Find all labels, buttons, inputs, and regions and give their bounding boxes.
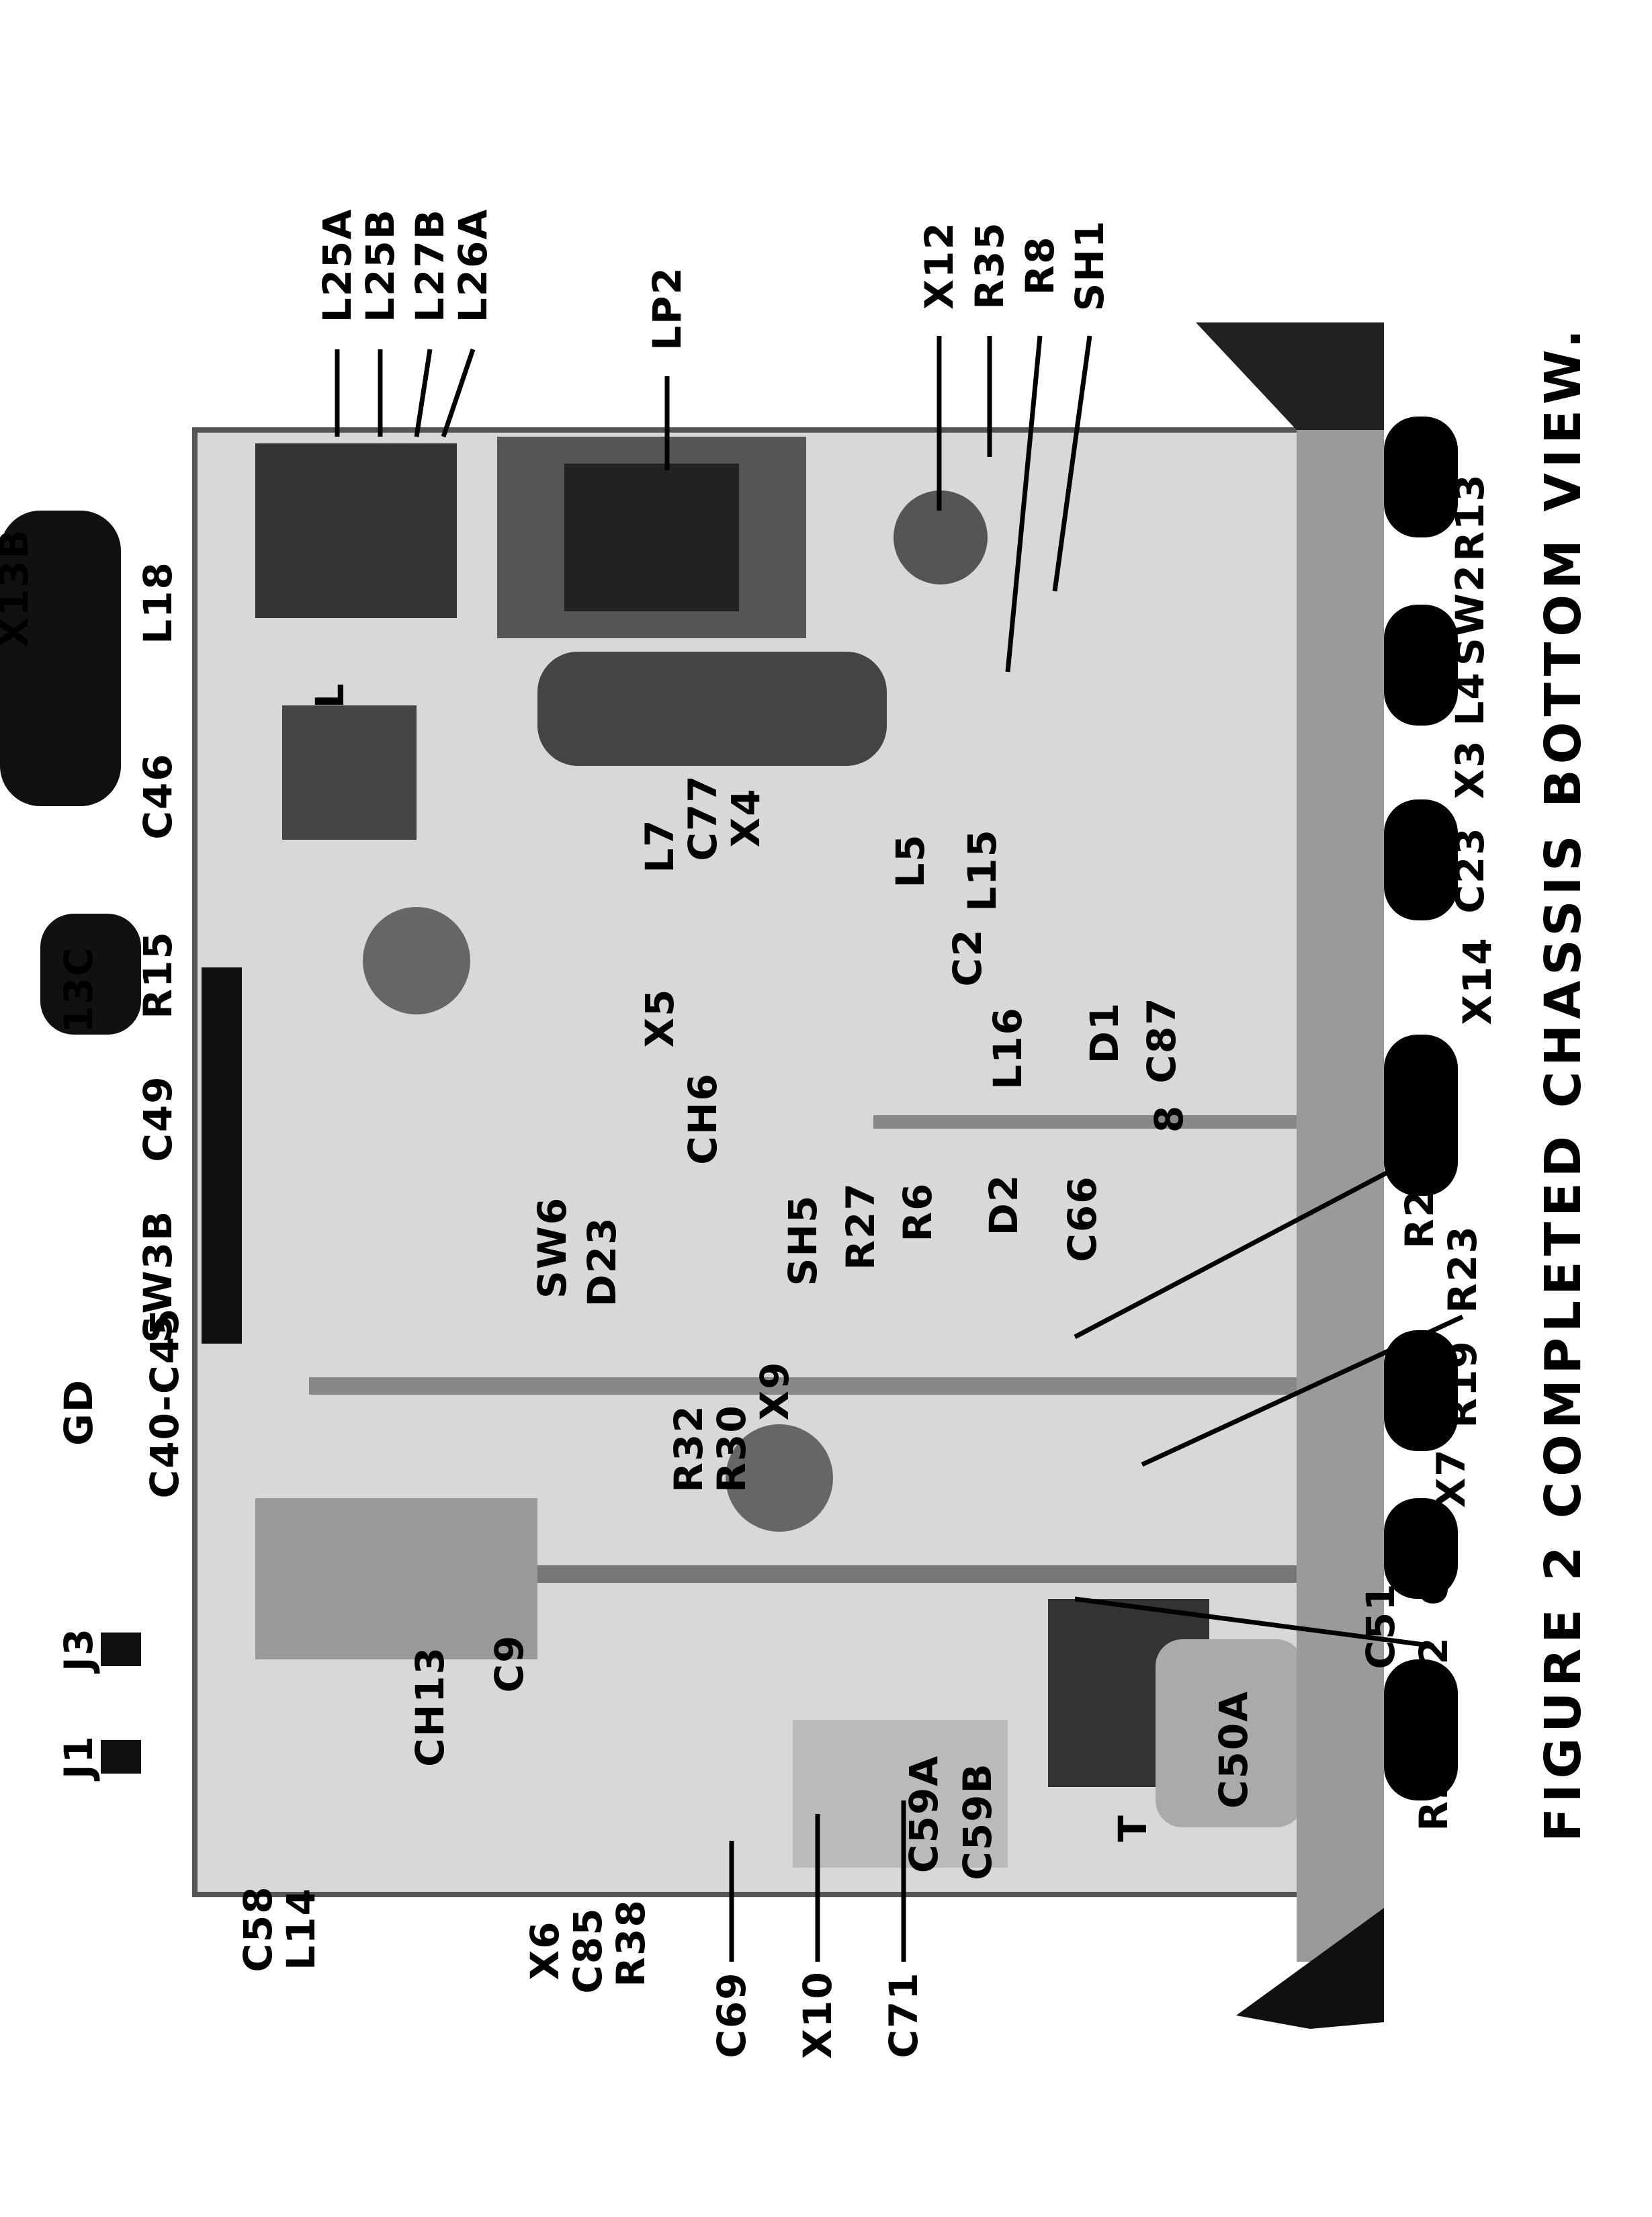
figure-caption: FIGURE 2 COMPLETED CHASSIS BOTTOM VIEW. (1534, 324, 1592, 1842)
label-13c: 13C (56, 946, 101, 1033)
transformer-core (564, 464, 739, 611)
label-c66: C66 (1059, 1175, 1105, 1262)
label-t: T (1110, 1814, 1156, 1842)
tube-x4 (537, 652, 887, 766)
panel-flange-top (1196, 322, 1384, 430)
label-j3: J3 (56, 1627, 101, 1671)
label-r15: R15 (135, 930, 181, 1019)
label-c46: C46 (135, 752, 181, 840)
label-x3: X3 (1447, 739, 1493, 799)
label-x13b: X13B (0, 528, 37, 648)
label-c2: C2 (945, 928, 990, 987)
label-l15: L15 (959, 828, 1005, 912)
leader-lines (335, 335, 1464, 1962)
label-j1: J1 (56, 1735, 101, 1779)
label-c77: C77 (680, 774, 726, 861)
label-x9: X9 (752, 1360, 797, 1421)
label-c40-c45: C40-C45 (142, 1307, 187, 1499)
label-sw2: SW2 (1447, 563, 1493, 666)
socket-x12 (894, 490, 988, 584)
label-l26a: L26A (450, 208, 496, 323)
label-c69: C69 (709, 1971, 754, 2058)
label-x5: X5 (637, 988, 683, 1048)
label-8: 8 (1146, 1104, 1192, 1133)
capacitor-c50a (1156, 1639, 1303, 1827)
shaft-3 (873, 1115, 1317, 1129)
socket-x5 (363, 907, 470, 1014)
label-ch6: CH6 (680, 1072, 726, 1165)
label-r6: R6 (895, 1182, 941, 1242)
label-c57: C57 (1411, 1518, 1457, 1606)
shaft-2 (309, 1377, 1317, 1395)
label-r20: R20 (1397, 1160, 1442, 1249)
variable-capacitor-c9 (255, 1498, 537, 1659)
label-d23: D23 (579, 1216, 625, 1307)
label-c59a: C59A (901, 1754, 947, 1874)
label-sw6: SW6 (529, 1196, 575, 1299)
label-gd: GD (56, 1379, 101, 1446)
label-l18: L18 (135, 561, 181, 644)
label-r30: R30 (709, 1404, 754, 1493)
panel-flange-bottom (1236, 1908, 1384, 2029)
rear-connectors (0, 511, 141, 1774)
label-r32: R32 (666, 1404, 711, 1493)
label-c49: C49 (135, 1075, 181, 1162)
socket-x9 (726, 1424, 833, 1532)
label-l4: L4 (1447, 671, 1493, 726)
label-l14: L14 (278, 1887, 324, 1970)
label-c51: C51 (1358, 1582, 1403, 1669)
label-l25b: L25B (357, 208, 403, 322)
panel-knobs (1384, 417, 1458, 1800)
label-l7: L7 (637, 818, 683, 873)
label-r21: R21 (1411, 1743, 1457, 1831)
label-x4: X4 (723, 787, 769, 848)
label-c87: C87 (1139, 996, 1184, 1084)
label-x12: X12 (916, 221, 962, 310)
label-r35: R35 (967, 221, 1012, 310)
coil-l25 (255, 443, 457, 618)
label-r38: R38 (608, 1899, 654, 1987)
label-c50a: C50A (1211, 1690, 1256, 1809)
label-l25a: L25A (314, 208, 360, 323)
label-x6: X6 (522, 1920, 568, 1981)
label-ch13: CH13 (407, 1646, 453, 1767)
label-sh1: SH1 (1067, 219, 1113, 312)
label-c58: C58 (235, 1885, 281, 1972)
label-c9: C9 (486, 1634, 532, 1693)
label-l16: L16 (985, 1006, 1031, 1090)
capacitor-c59 (793, 1720, 1008, 1868)
label-lp2: LP2 (644, 266, 690, 351)
label-x7: X7 (1428, 1448, 1474, 1508)
wiring-harness (202, 967, 242, 1344)
label-d1: D1 (1082, 1001, 1127, 1064)
label-sh5: SH5 (780, 1194, 826, 1287)
label-c52: C52 (1411, 1636, 1457, 1723)
label-d2: D2 (981, 1173, 1027, 1236)
label-r23: R23 (1440, 1225, 1485, 1313)
label-c59b: C59B (955, 1762, 1000, 1880)
label-r19: R19 (1440, 1340, 1485, 1428)
label-r13: R13 (1447, 473, 1493, 562)
label-c71: C71 (881, 1971, 926, 2058)
label-l27b: L27B (407, 208, 453, 322)
label-l5: L5 (887, 833, 933, 888)
label-c85: C85 (565, 1907, 611, 1994)
coil-l18 (282, 705, 417, 840)
label-r8: R8 (1017, 235, 1063, 296)
label-r27: R27 (838, 1182, 883, 1270)
label-l: L (307, 682, 353, 709)
label-x10: X10 (795, 1970, 840, 2059)
label-c23: C23 (1447, 826, 1493, 914)
label-x14: X14 (1454, 937, 1500, 1025)
